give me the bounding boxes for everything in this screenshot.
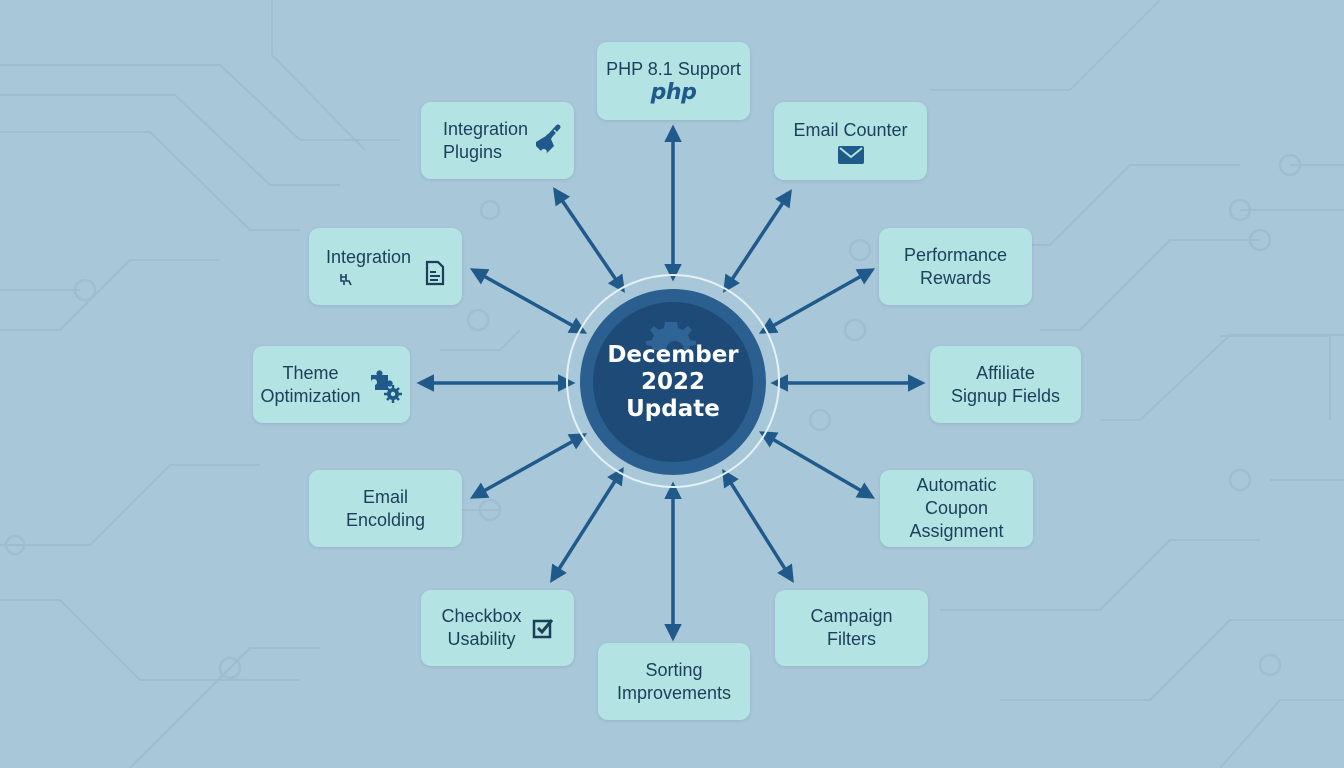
node-campaign-filters[interactable]: Campaign Filters	[775, 590, 928, 666]
people-icon	[338, 271, 354, 287]
node-label: Integration Plugins	[443, 118, 529, 162]
node-checkbox-usability[interactable]: Checkbox Usability	[421, 590, 574, 666]
node-label: Email Encolding	[345, 486, 426, 530]
node-performance-rewards[interactable]: Performance Rewards	[879, 228, 1032, 305]
document-icon	[425, 260, 445, 286]
node-label: Checkbox Usability	[441, 606, 522, 649]
arrow-checkbox	[550, 467, 624, 583]
node-php-support[interactable]: PHP 8.1 Support php	[597, 42, 750, 120]
arrow-performance-rewards	[758, 268, 876, 334]
center-ring	[566, 274, 780, 488]
node-label: Integration	[325, 247, 412, 267]
checkbox-icon	[532, 617, 554, 639]
puzzle-gear-icon	[363, 367, 403, 403]
node-integration-plugins[interactable]: Integration Plugins	[421, 102, 574, 179]
node-integration[interactable]: Integration	[309, 228, 462, 305]
node-label: Automatic Coupon Assignment	[909, 475, 1004, 541]
node-theme-optimization[interactable]: Theme Optimization	[253, 346, 410, 423]
node-label: Email Counter	[793, 119, 908, 140]
php-logo-icon: php	[650, 79, 697, 105]
node-label: PHP 8.1 Support	[606, 58, 741, 79]
puzzle-plug-icon	[532, 124, 562, 158]
node-email-encoding[interactable]: Email Encolding	[309, 470, 462, 547]
center-hub: December 2022 Update	[580, 289, 766, 475]
node-automatic-coupon-assignment[interactable]: Automatic Coupon Assignment	[880, 470, 1033, 547]
arrow-email-counter	[723, 189, 792, 293]
node-label: Sorting Improvements	[616, 659, 732, 703]
envelope-icon	[837, 145, 864, 164]
center-title: December 2022 Update	[607, 341, 739, 422]
arrow-automatic-coupon	[758, 431, 876, 499]
center-hub-inner: December 2022 Update	[593, 302, 753, 462]
arrow-campaign-filters	[722, 469, 794, 583]
node-email-counter[interactable]: Email Counter	[774, 102, 927, 180]
gear-icon	[646, 322, 696, 359]
node-label: Performance Rewards	[903, 244, 1008, 288]
node-label: Theme Optimization	[260, 362, 361, 406]
arrow-integration-plugins	[553, 187, 625, 293]
node-sorting-improvements[interactable]: Sorting Improvements	[598, 643, 750, 720]
node-affiliate-signup-fields[interactable]: Affiliate Signup Fields	[930, 346, 1081, 423]
node-label: Campaign Filters	[810, 606, 893, 649]
arrow-email-encoding	[469, 433, 588, 499]
node-label: Affiliate Signup Fields	[950, 362, 1061, 406]
arrow-integration	[469, 268, 588, 334]
